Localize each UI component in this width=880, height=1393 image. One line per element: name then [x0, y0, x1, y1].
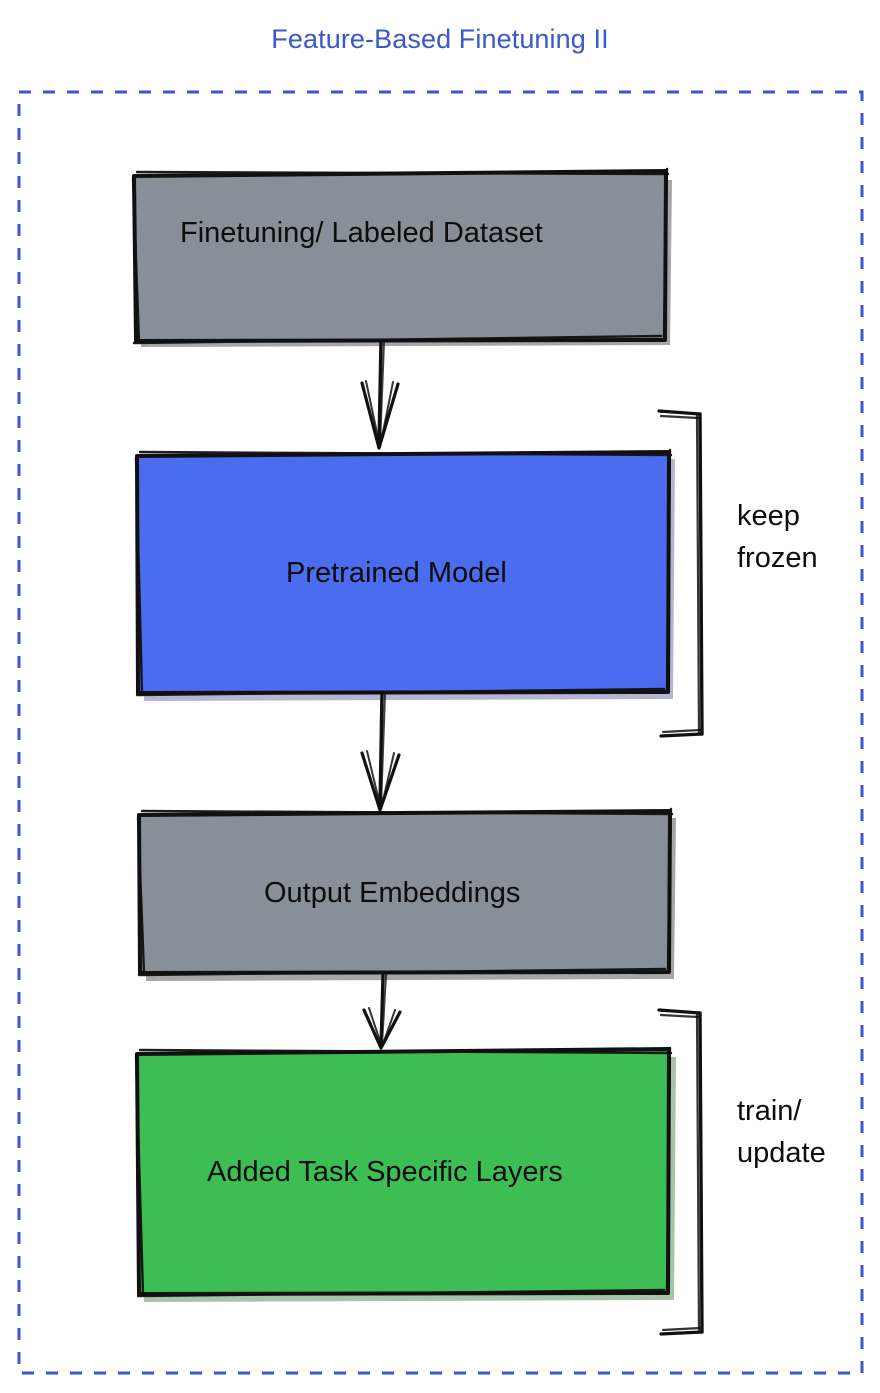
node-label-added-task-specific-layers: Added Task Specific Layers [207, 1156, 563, 1188]
bracket-tick-bottom [659, 1330, 704, 1336]
bracket-tick-top [657, 409, 702, 416]
bracket-tick-bottom-sketch [661, 1326, 702, 1332]
bracket-spine-sketch [695, 1013, 701, 1333]
node-label-output-embeddings: Output Embeddings [264, 877, 521, 909]
arrow-head [362, 1008, 402, 1050]
arrow-head-sketch [366, 750, 395, 810]
bracket-spine-sketch [695, 414, 701, 735]
bracket-spine [698, 412, 704, 736]
bracket-keep-frozen [657, 409, 704, 738]
arrow-shaft-sketch [381, 974, 387, 1046]
arrow-dataset-to-model [360, 339, 400, 450]
node-fill [138, 1050, 668, 1293]
node-added-task-specific-layers[interactable] [134, 1046, 676, 1302]
arrow-shaft-sketch [380, 694, 386, 808]
bracket-tick-bottom [659, 732, 704, 738]
node-fill [140, 812, 668, 972]
node-outline-sketch [134, 1046, 673, 1298]
arrow-output-to-layers [362, 971, 402, 1050]
arrow-head [360, 381, 400, 450]
node-label-finetuning-dataset: Finetuning/ Labeled Dataset [180, 217, 543, 249]
page-title: Feature-Based Finetuning II [271, 24, 609, 54]
arrow-shaft [379, 971, 385, 1048]
bracket-tick-top-sketch [659, 1013, 700, 1019]
node-outline-sketch [136, 807, 674, 977]
bracket-tick-top [657, 1008, 702, 1015]
bracket-label-keep-frozen: keep frozen [737, 500, 818, 574]
bracket-tick-top-sketch [659, 414, 700, 420]
bracket-label-train-update: train/ update [737, 1095, 826, 1169]
node-outline [135, 1047, 671, 1296]
node-outline-sketch [134, 448, 673, 697]
node-output-embeddings[interactable] [136, 807, 676, 981]
node-fill [135, 172, 665, 340]
node-label-pretrained-model: Pretrained Model [286, 557, 507, 589]
arrow-head [360, 751, 401, 812]
arrow-head-sketch [368, 1007, 396, 1048]
arrow-shaft [377, 339, 383, 449]
node-finetuning-dataset[interactable] [131, 167, 672, 347]
bracket-spine [698, 1011, 704, 1334]
node-outline-sketch [131, 167, 670, 345]
arrow-head-sketch [365, 380, 394, 448]
dashed-frame-border [17, 90, 864, 1375]
node-pretrained-model[interactable] [134, 448, 675, 701]
bracket-train-update [657, 1008, 704, 1336]
node-fill [138, 453, 668, 692]
arrow-shaft [378, 691, 384, 810]
arrow-model-to-output [360, 691, 401, 812]
arrow-shaft-sketch [379, 342, 385, 447]
bracket-tick-bottom-sketch [661, 728, 702, 734]
